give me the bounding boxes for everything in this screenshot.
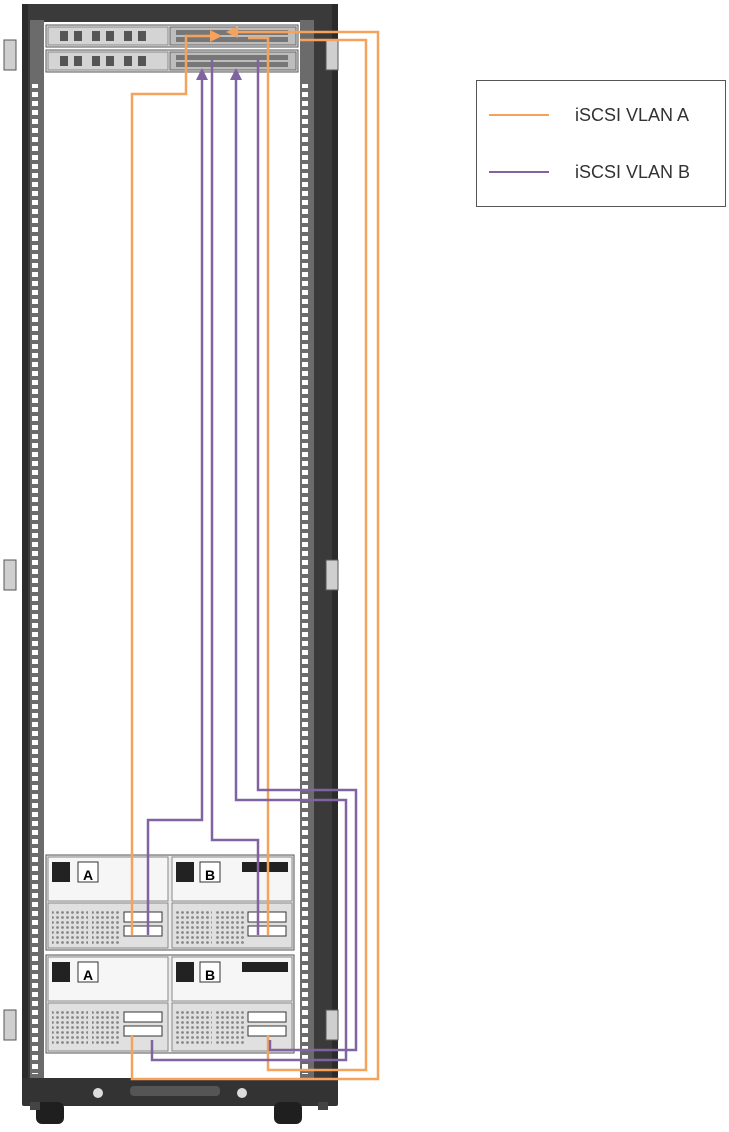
vlan-b-cable-3 — [210, 60, 260, 935]
storage-1-controller-a: A — [47, 856, 169, 949]
rack-casters — [30, 1102, 328, 1124]
vlan-a-cables — [130, 26, 380, 1081]
storage-2-controller-b-label: B — [205, 967, 215, 983]
legend-label-vlan-b: iSCSI VLAN B — [575, 162, 691, 182]
vlan-b-cable-2 — [150, 70, 348, 1062]
legend-swatch-vlan-a — [489, 114, 549, 116]
vlan-a-cable-2 — [130, 30, 380, 1081]
vlan-b-cable-1 — [146, 70, 204, 935]
vlan-a-cable-1 — [130, 34, 210, 935]
legend: iSCSI VLAN A iSCSI VLAN B — [476, 80, 726, 207]
vlan-b-cable-4 — [256, 60, 358, 1052]
storage-2-controller-a-label: A — [83, 967, 93, 983]
vlan-b-cables — [146, 60, 358, 1062]
legend-item-vlan-a: iSCSI VLAN A — [489, 103, 719, 127]
storage-2-controller-a: A — [47, 956, 169, 1052]
legend-item-vlan-b: iSCSI VLAN B — [489, 160, 719, 184]
storage-1-controller-b-label: B — [205, 867, 215, 883]
legend-label-vlan-a: iSCSI VLAN A — [575, 105, 690, 125]
legend-swatch-vlan-b — [489, 171, 549, 173]
storage-1-controller-b: B — [171, 856, 293, 949]
network-switch-1 — [45, 24, 299, 48]
network-switch-2 — [45, 49, 299, 73]
storage-1-controller-a-label: A — [83, 867, 93, 883]
storage-array-2: A B — [45, 954, 295, 1054]
vlan-a-cable-4 — [266, 38, 368, 1072]
vlan-a-cable-3 — [248, 36, 270, 935]
storage-2-controller-b: B — [171, 956, 293, 1052]
